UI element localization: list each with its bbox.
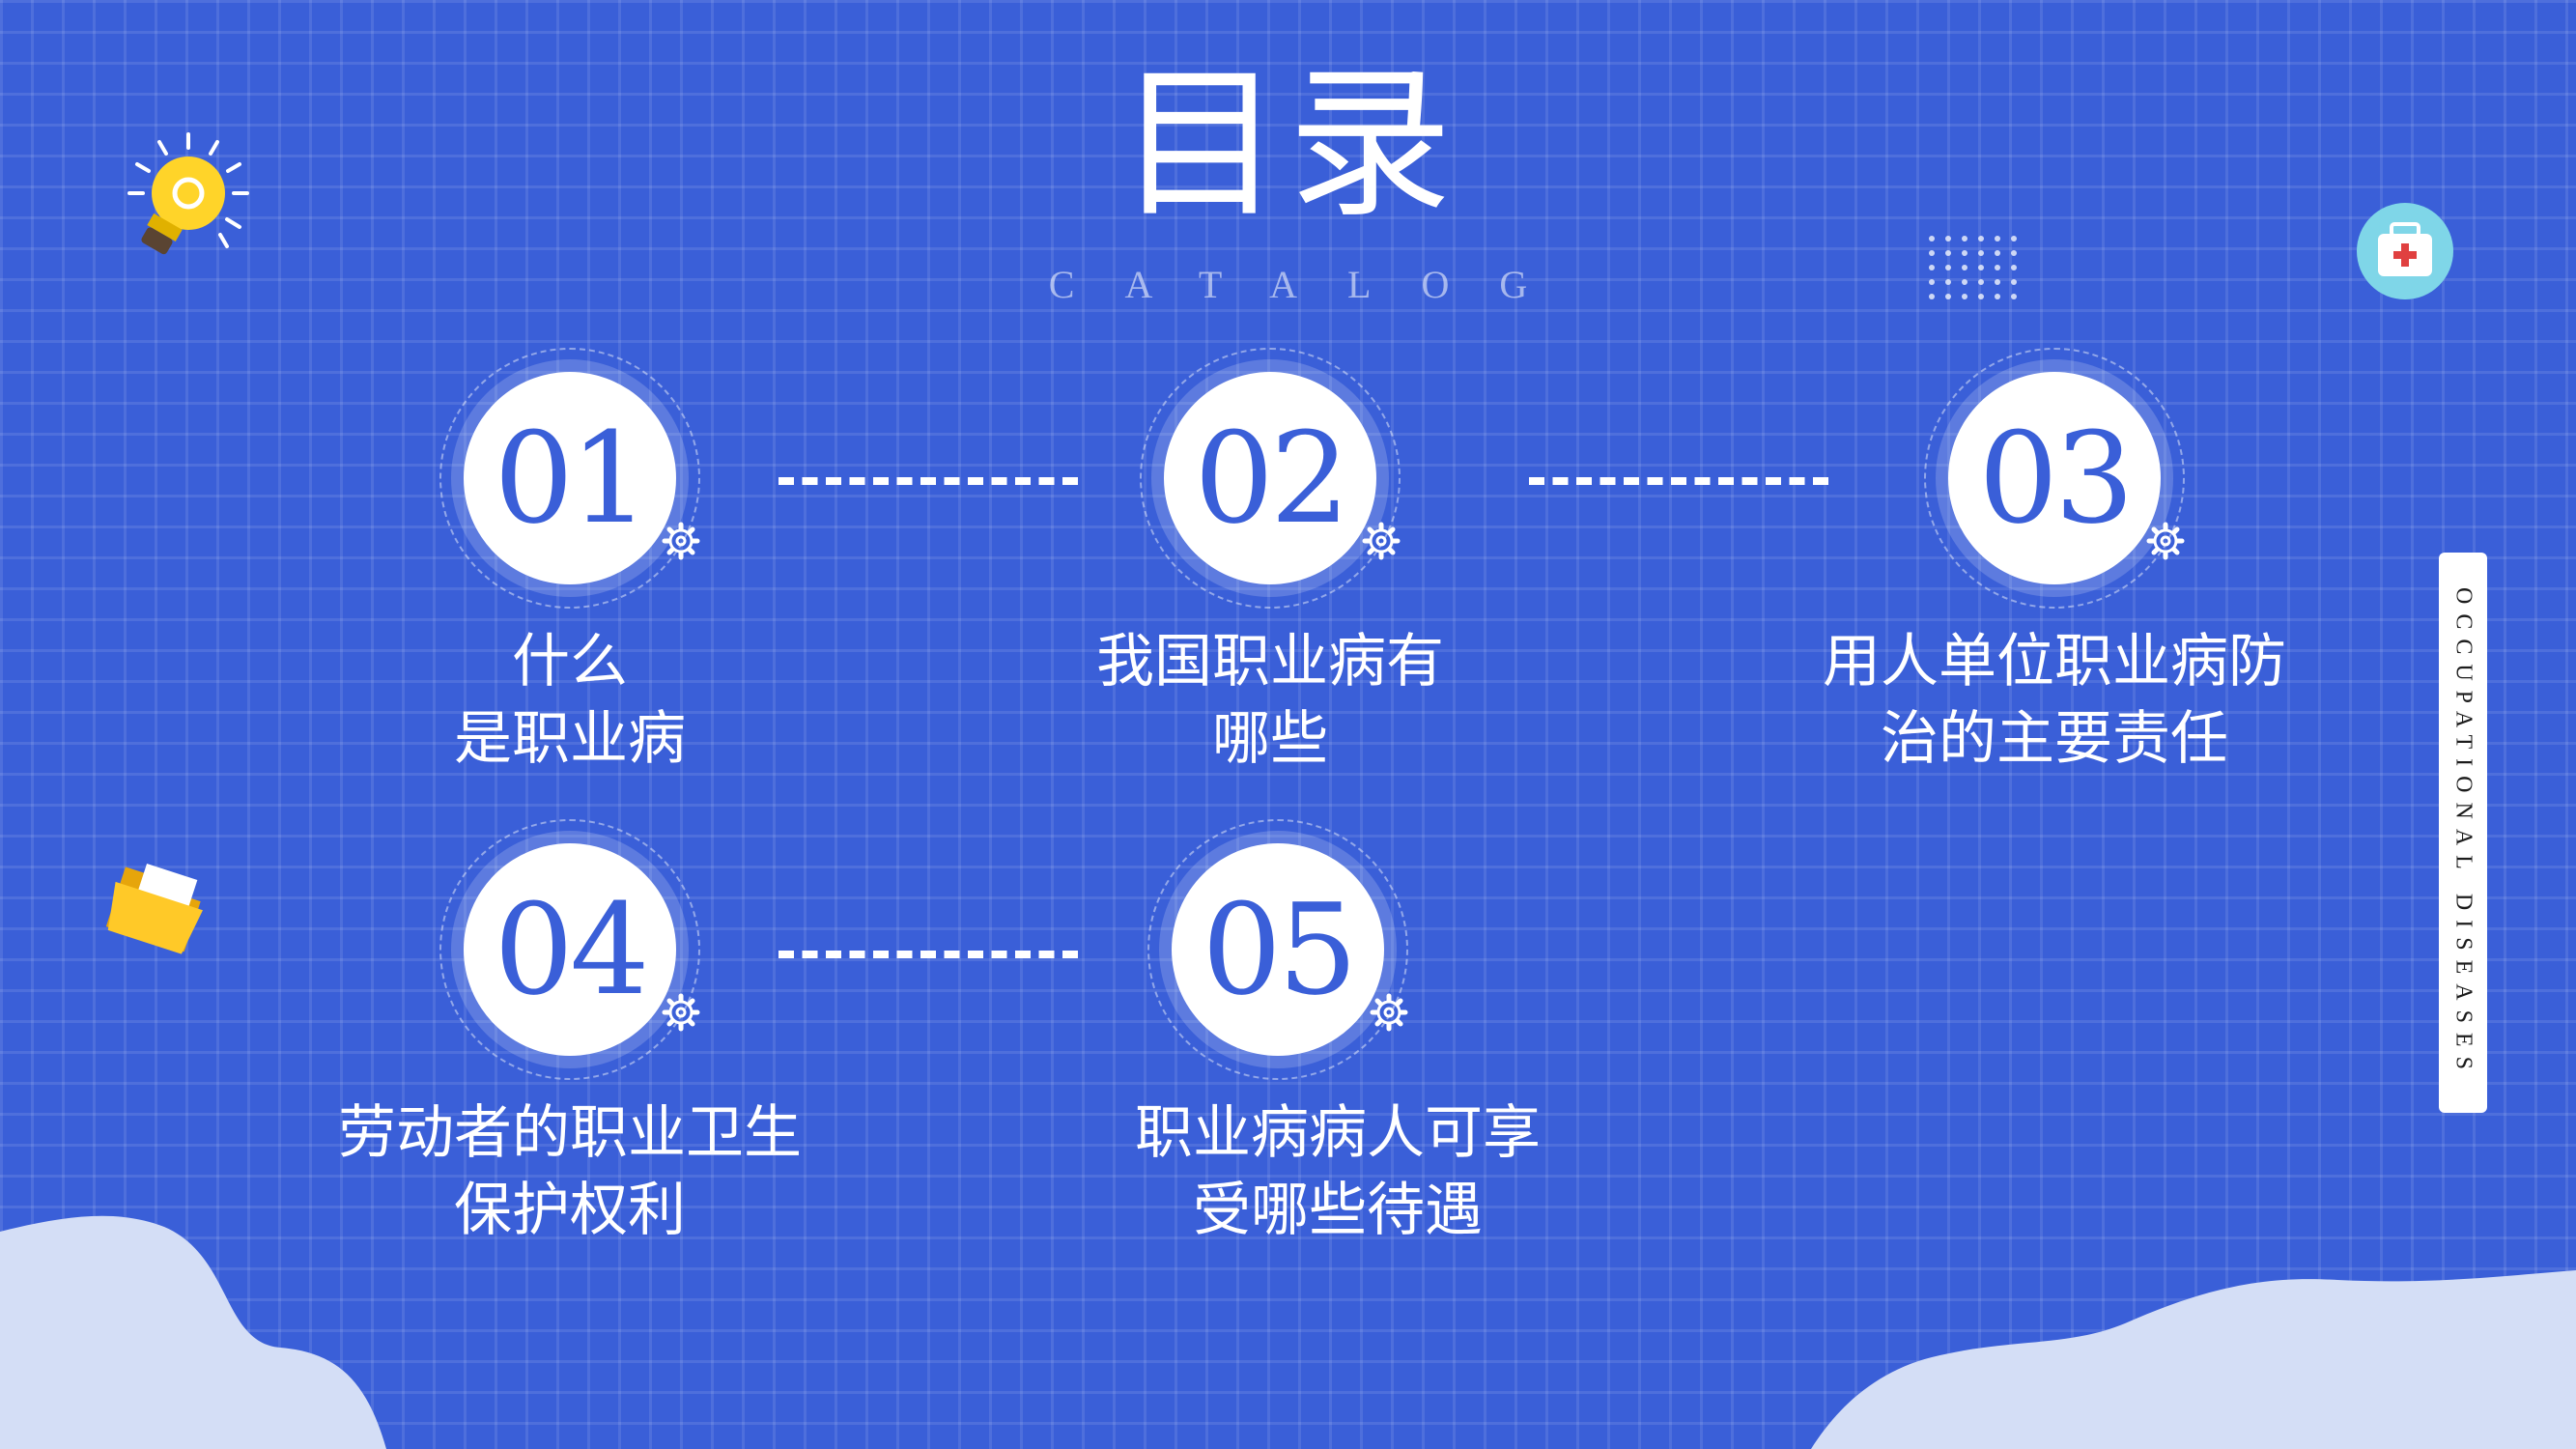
item-03-number: 03: [1978, 405, 2134, 552]
item-01-label-line1: 什么: [512, 628, 628, 696]
item-03-label[interactable]: 用人单位职业病防 治的主要责任: [1765, 623, 2344, 778]
item-04-ring: [439, 819, 700, 1080]
item-02-label-line2: 哪些: [1212, 705, 1328, 773]
item-04-label[interactable]: 劳动者的职业卫生 保护权利: [280, 1094, 860, 1249]
item-02-disc: 02: [1164, 372, 1376, 584]
item-04-circle[interactable]: 04: [439, 819, 700, 1080]
lightbulb-icon: [127, 132, 249, 255]
dot-grid-decoration: [1929, 236, 2017, 299]
gear-icon: [1362, 522, 1401, 560]
item-05-label[interactable]: 职业病病人可享 受哪些待遇: [1048, 1094, 1628, 1249]
item-05-disc: 05: [1172, 843, 1384, 1056]
item-01-circle[interactable]: 01: [439, 348, 700, 609]
item-03-circle[interactable]: 03: [1924, 348, 2185, 609]
gear-icon: [662, 522, 700, 560]
item-05-label-line2: 受哪些待遇: [1193, 1177, 1483, 1244]
item-03-label-line2: 治的主要责任: [1881, 705, 2228, 773]
item-02-number: 02: [1194, 405, 1349, 552]
gear-icon: [1370, 993, 1408, 1032]
item-03-disc: 03: [1948, 372, 2161, 584]
item-04-number: 04: [494, 876, 649, 1023]
page-title: 目录: [1118, 49, 1458, 241]
item-05-circle[interactable]: 05: [1147, 819, 1408, 1080]
item-02-circle[interactable]: 02: [1140, 348, 1401, 609]
item-01-number: 01: [494, 405, 649, 552]
connector-04-05: [778, 951, 1078, 958]
side-tab-text: OCCUPATIONAL DISEASES: [2450, 586, 2477, 1079]
item-05-label-line1: 职业病病人可享: [1135, 1099, 1541, 1167]
item-05-ring: [1147, 819, 1408, 1080]
item-04-disc: 04: [464, 843, 676, 1056]
item-01-label-line2: 是职业病: [454, 705, 686, 773]
item-03-ring: [1924, 348, 2185, 609]
item-03-label-line1: 用人单位职业病防: [1823, 628, 2286, 696]
first-aid-kit-icon: [2357, 203, 2453, 299]
folder-icon: [105, 863, 203, 954]
item-01-ring: [439, 348, 700, 609]
item-04-label-line2: 保护权利: [454, 1177, 686, 1244]
connector-02-03: [1529, 477, 1828, 485]
page-subtitle: CATALOG: [1048, 263, 1578, 306]
item-05-number: 05: [1202, 876, 1357, 1023]
gear-icon: [662, 993, 700, 1032]
item-02-label[interactable]: 我国职业病有 哪些: [980, 623, 1560, 778]
connector-01-02: [778, 477, 1078, 485]
item-01-disc: 01: [464, 372, 676, 584]
side-tab: OCCUPATIONAL DISEASES: [2439, 553, 2487, 1113]
item-02-ring: [1140, 348, 1401, 609]
item-04-label-line1: 劳动者的职业卫生: [338, 1099, 802, 1167]
item-02-label-line1: 我国职业病有: [1096, 628, 1444, 696]
gear-icon: [2146, 522, 2185, 560]
item-01-label[interactable]: 什么 是职业病: [280, 623, 860, 778]
